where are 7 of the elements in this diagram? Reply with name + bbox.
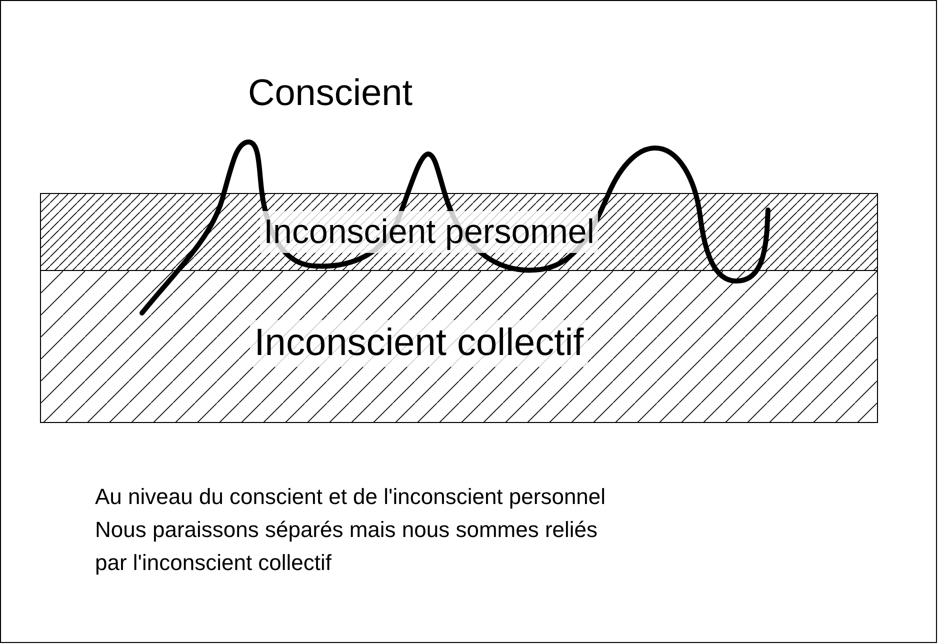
hatched-band xyxy=(40,193,878,271)
band-label: Inconscient collectif xyxy=(250,320,588,368)
title-label: Conscient xyxy=(248,74,413,111)
note-text: Nous paraissons séparés mais nous sommes reliés par l'inconscient collectif xyxy=(95,516,599,577)
note-text: Au niveau du conscient et de l'inconscient personnel xyxy=(95,483,607,511)
hatched-band xyxy=(40,270,878,423)
band-label: Inconscient personnel xyxy=(260,210,598,254)
